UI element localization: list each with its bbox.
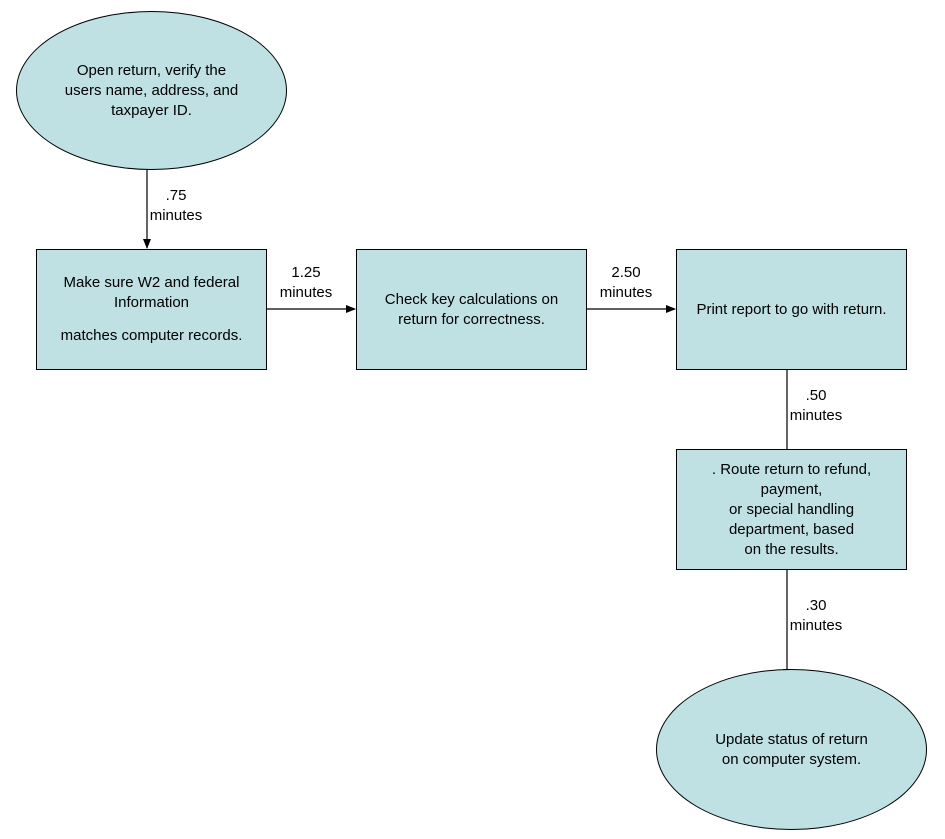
- edge-label-unit: minutes: [789, 617, 843, 634]
- edge-label-unit: minutes: [279, 284, 333, 301]
- node-text-line: Print report to go with return.: [696, 300, 887, 318]
- process-node-route-return: . Route return to refund, payment, or sp…: [676, 449, 907, 570]
- node-text: Check key calculations on return for cor…: [361, 290, 582, 330]
- node-text-line: payment,: [760, 480, 823, 498]
- node-text-line: Update status of return: [715, 730, 868, 748]
- edge-label-unit: minutes: [599, 284, 653, 301]
- start-node-open-return: Open return, verify the users name, addr…: [16, 11, 287, 170]
- edge-label-value: .30: [805, 597, 827, 614]
- node-text-line: on computer system.: [721, 750, 862, 768]
- edge-label-value: .75: [165, 187, 187, 204]
- node-text-line: or special handling: [728, 500, 855, 518]
- edge-label-open-to-w2: .75 minutes: [136, 186, 216, 226]
- node-text-line: on the results.: [744, 540, 839, 558]
- node-text: . Route return to refund, payment, or sp…: [679, 460, 904, 560]
- node-text-line: users name, address, and: [64, 81, 239, 99]
- node-text-line: Information: [113, 294, 190, 311]
- node-text-line: matches computer records.: [60, 327, 243, 344]
- edge-label-route-to-update: .30 minutes: [776, 596, 856, 636]
- node-text: Print report to go with return.: [679, 300, 904, 320]
- edge-label-w2-to-check: 1.25 minutes: [266, 263, 346, 303]
- edge-label-unit: minutes: [789, 407, 843, 424]
- edge-label-check-to-print: 2.50 minutes: [586, 263, 666, 303]
- edge-label-value: 1.25: [291, 264, 321, 281]
- node-text: Open return, verify the users name, addr…: [47, 61, 257, 121]
- edge-label-print-to-route: .50 minutes: [776, 386, 856, 426]
- node-text-line: Open return, verify the: [76, 61, 227, 79]
- edge-label-value: 2.50: [611, 264, 641, 281]
- edge-label-value: .50: [805, 387, 827, 404]
- end-node-update-status: Update status of return on computer syst…: [656, 669, 927, 830]
- node-text: Make sure W2 and federal Information mat…: [41, 273, 262, 346]
- node-text-line: . Route return to refund,: [711, 460, 872, 478]
- node-text-line: Check key calculations on: [384, 290, 559, 308]
- node-text-line: Make sure W2 and federal: [63, 274, 240, 291]
- edge-label-unit: minutes: [149, 207, 203, 224]
- node-text-line: department, based: [728, 520, 855, 538]
- node-text: Update status of return on computer syst…: [677, 730, 907, 770]
- process-node-verify-w2: Make sure W2 and federal Information mat…: [36, 249, 267, 370]
- node-text-line: return for correctness.: [398, 310, 545, 328]
- process-node-print-report: Print report to go with return.: [676, 249, 907, 370]
- node-text-line: taxpayer ID.: [111, 101, 192, 119]
- process-node-check-calculations: Check key calculations on return for cor…: [356, 249, 587, 370]
